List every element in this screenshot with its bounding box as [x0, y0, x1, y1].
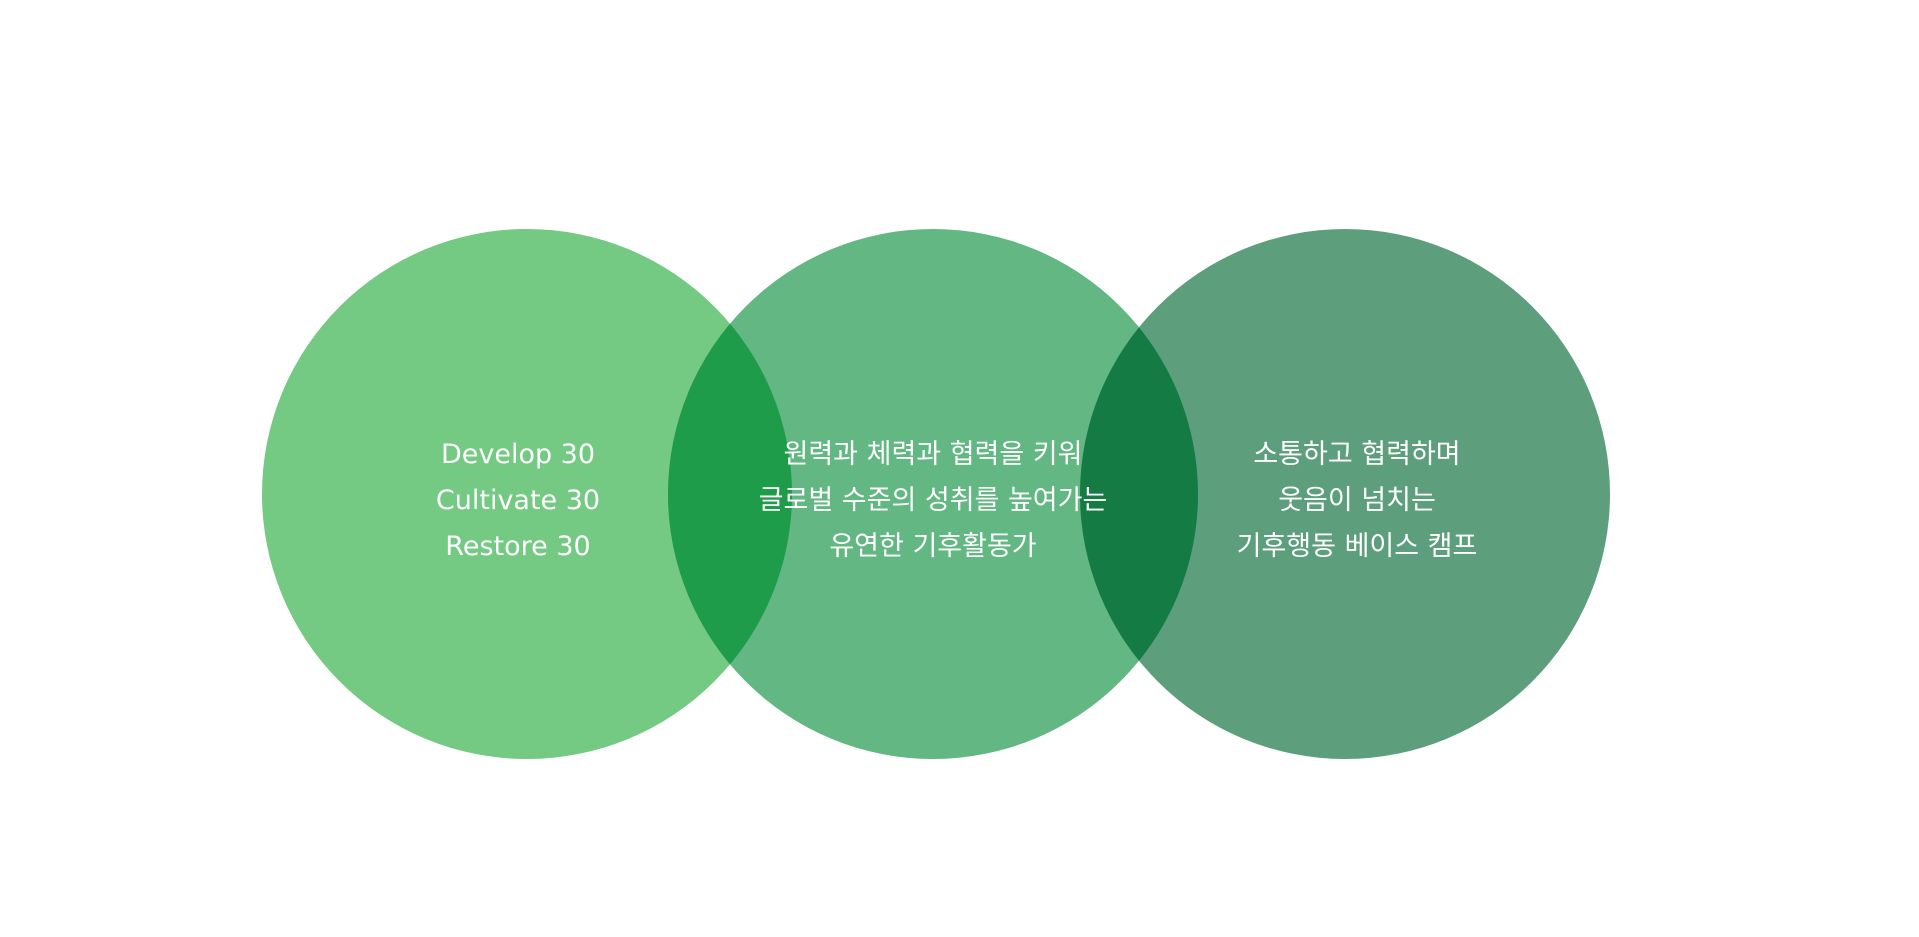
circle-middle-line-1: 원력과 체력과 협력을 키워 [784, 439, 1083, 470]
circle-right-line-1: 소통하고 협력하며 [1253, 439, 1460, 470]
circle-middle [668, 229, 1198, 759]
circle-middle-line-2: 글로벌 수준의 성취를 높여가는 [759, 485, 1108, 516]
circle-right-line-2: 웃음이 넘치는 [1278, 485, 1436, 516]
circle-left-line-1: Develop 30 [441, 439, 595, 470]
circle-right-line-3: 기후행동 베이스 캠프 [1237, 531, 1478, 562]
circle-right-text: 소통하고 협력하며 웃음이 넘치는 기후행동 베이스 캠프 [1237, 439, 1478, 562]
circle-left [262, 229, 792, 759]
circle-middle-line-3: 유연한 기후활동가 [829, 531, 1036, 562]
circle-left-line-2: Cultivate 30 [436, 485, 600, 516]
circle-right [1080, 229, 1610, 759]
circle-left-line-3: Restore 30 [445, 531, 590, 562]
circle-left-text: Develop 30 Cultivate 30 Restore 30 [436, 439, 600, 562]
circle-middle-text: 원력과 체력과 협력을 키워 글로벌 수준의 성취를 높여가는 유연한 기후활동… [759, 439, 1108, 562]
